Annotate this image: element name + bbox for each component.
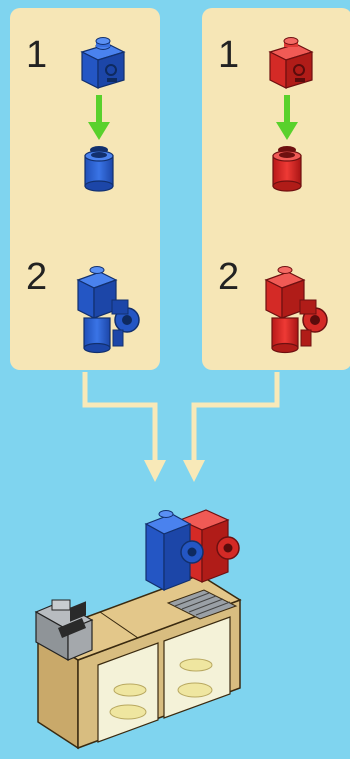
connector-arrows [85,372,277,470]
green-down-arrow-icon [88,95,110,140]
connector-arrowhead-right [183,460,205,482]
counter-assembly-icon [36,510,240,748]
connector-arrowhead-left [144,460,166,482]
green-down-arrow-icon [276,95,298,140]
red-brick-icon [266,38,327,353]
blue-brick-icon [78,38,139,353]
